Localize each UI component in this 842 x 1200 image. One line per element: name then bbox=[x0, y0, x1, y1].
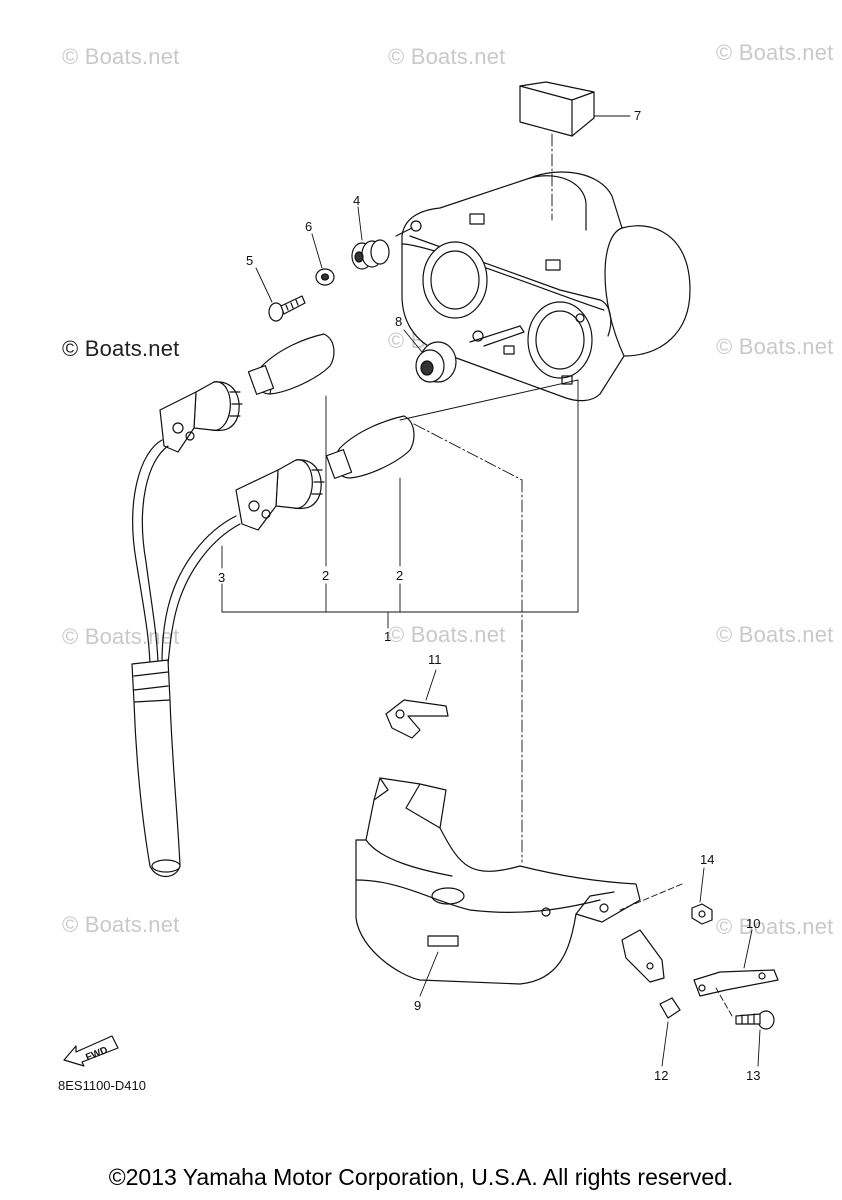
watermark: © Boats.net bbox=[388, 622, 506, 647]
watermark: © Boats.net bbox=[62, 624, 180, 649]
callout-5: 5 bbox=[246, 253, 253, 268]
callout-6: 6 bbox=[305, 219, 312, 234]
watermark: © Boats.net bbox=[716, 914, 834, 939]
callout-bracket bbox=[221, 133, 579, 863]
callout-4: 4 bbox=[353, 193, 360, 208]
part-8-grommet bbox=[403, 329, 457, 383]
callout-9: 9 bbox=[414, 998, 421, 1013]
callout-8: 8 bbox=[395, 314, 402, 329]
watermark: © Boats.net bbox=[716, 622, 834, 647]
part-12-clip bbox=[659, 997, 681, 1067]
callout-14: 14 bbox=[700, 852, 714, 867]
callout-2: 2 bbox=[396, 568, 403, 583]
watermark: © Boats.net bbox=[62, 336, 180, 361]
callout-13: 13 bbox=[746, 1068, 760, 1083]
part-14-nut bbox=[619, 867, 713, 925]
watermark: © Boats.net bbox=[716, 334, 834, 359]
part-9-shield bbox=[355, 777, 641, 997]
callout-10: 10 bbox=[746, 916, 760, 931]
callout-3: 3 bbox=[218, 570, 225, 585]
callout-12: 12 bbox=[654, 1068, 668, 1083]
watermark: © Boats.net bbox=[388, 44, 506, 69]
callout-2: 2 bbox=[322, 568, 329, 583]
part-6-washer bbox=[311, 233, 335, 286]
bulb-lower bbox=[325, 415, 415, 479]
shield-side-bracket bbox=[621, 929, 665, 983]
part-11-bracket bbox=[385, 669, 449, 739]
watermark: © Boats.net bbox=[62, 44, 180, 69]
socket-upper bbox=[159, 381, 243, 453]
part-7-label-block bbox=[519, 81, 631, 137]
light-housing bbox=[395, 171, 691, 402]
callout-7: 7 bbox=[634, 108, 641, 123]
socket-lower bbox=[235, 459, 325, 531]
part-13-bolt bbox=[715, 987, 775, 1067]
part-10-bracket bbox=[693, 929, 779, 997]
part-5-screw bbox=[255, 267, 306, 322]
copyright-notice: ©2013 Yamaha Motor Corporation, U.S.A. A… bbox=[108, 1164, 734, 1190]
fwd-arrow-icon: FWD bbox=[63, 1035, 119, 1067]
watermark: © Boats.net bbox=[716, 40, 834, 65]
callout-11: 11 bbox=[428, 652, 442, 667]
watermark: © Boats.net bbox=[62, 912, 180, 937]
wire-harness bbox=[131, 439, 241, 878]
diagram-code: 8ES1100-D410 bbox=[58, 1078, 146, 1093]
callout-1: 1 bbox=[384, 629, 391, 644]
bulb-upper bbox=[247, 333, 335, 395]
part-4-grommet bbox=[351, 206, 390, 270]
